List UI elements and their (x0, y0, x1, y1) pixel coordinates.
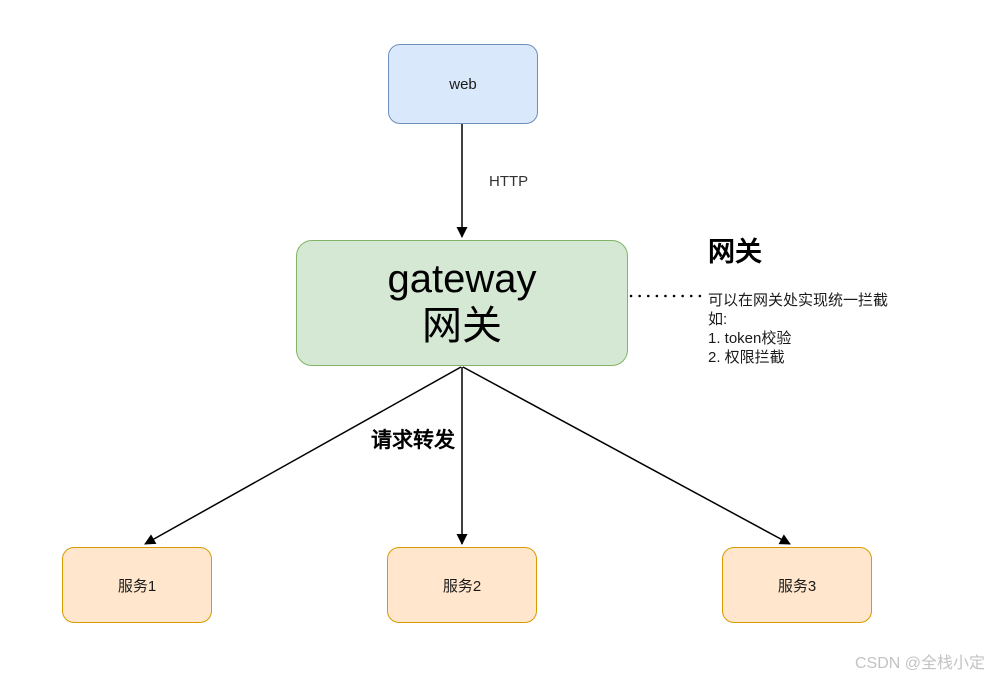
annotation-line-3: 1. token校验 (708, 330, 792, 347)
edge-gateway-to-service1 (144, 366, 462, 545)
csdn-watermark: CSDN @全栈小定 (854, 655, 985, 672)
gateway-annotation: 网关 可以在网关处实现统一拦截 如: 1. token校验 2. 权限拦截 (708, 230, 978, 367)
node-service-3-label: 服务3 (777, 577, 817, 595)
node-service-2-label: 服务2 (442, 577, 482, 595)
annotation-line-1: 可以在网关处实现统一拦截 (708, 292, 889, 309)
node-service-1: 服务1 (62, 547, 212, 623)
node-service-3: 服务3 (722, 547, 872, 623)
annotation-title: 网关 (708, 237, 762, 267)
edge-label-forward: 请求转发 (371, 429, 455, 452)
edge-label-http: HTTP (489, 173, 529, 190)
node-gateway: gateway 网关 (296, 240, 628, 366)
node-service-2: 服务2 (387, 547, 537, 623)
annotation-line-4: 2. 权限拦截 (708, 349, 785, 366)
node-gateway-label-en: gateway (387, 256, 537, 301)
annotation-line-2: 如: (708, 311, 728, 328)
node-web: web (388, 44, 538, 124)
node-service-1-label: 服务1 (117, 577, 157, 595)
node-web-label: web (449, 75, 477, 93)
node-gateway-label-zh: 网关 (422, 304, 502, 348)
edge-gateway-to-service3 (462, 366, 791, 545)
